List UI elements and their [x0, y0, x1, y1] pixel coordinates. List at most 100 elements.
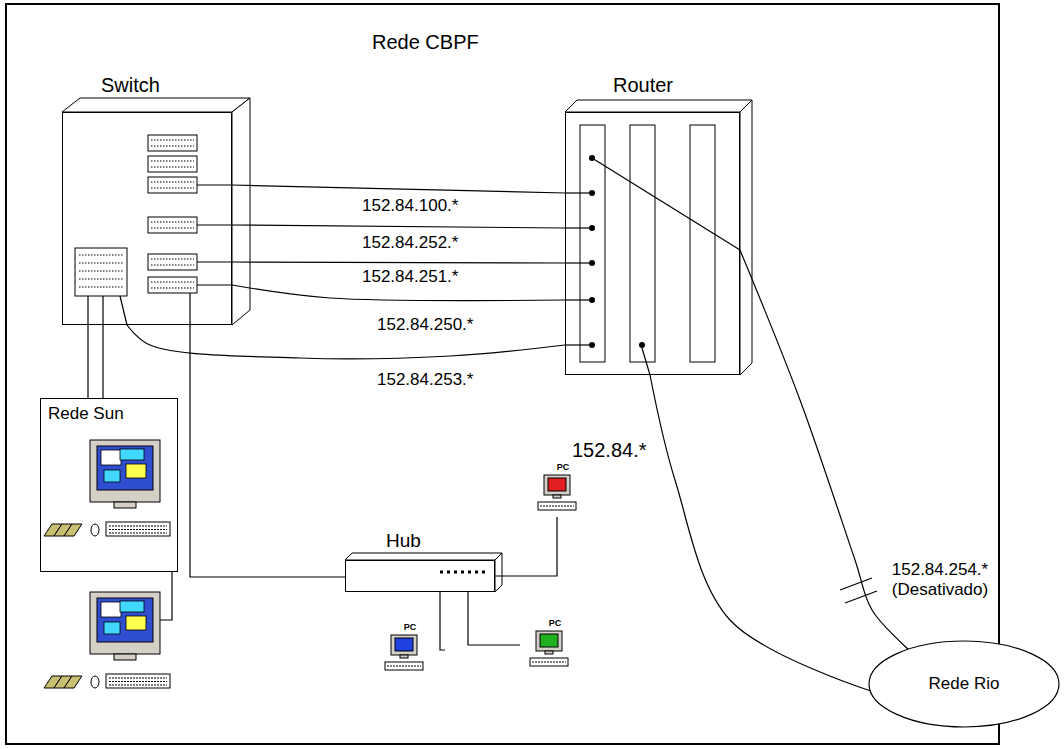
pc-icon [545, 651, 553, 654]
router-port-wire [565, 158, 740, 375]
switch-module [148, 156, 197, 172]
pc-icon [540, 506, 574, 507]
hub-box: Hub [345, 560, 495, 592]
router-port [589, 297, 595, 303]
switch-chassis [62, 98, 250, 112]
module-ports [151, 288, 194, 289]
module-ports [151, 188, 194, 189]
pc-icon [548, 478, 566, 491]
module-ports [151, 161, 194, 162]
node-label: Router [613, 74, 673, 97]
router-port [589, 155, 595, 161]
port-wire [189, 293, 190, 325]
router-port-wire [565, 344, 589, 345]
pc-icon [395, 638, 413, 651]
network-link [232, 285, 565, 301]
disabled-link-mark [845, 591, 877, 603]
port-wire [197, 184, 232, 185]
network-link [495, 517, 557, 576]
pc-icon [385, 662, 423, 670]
module-ports [79, 271, 123, 272]
hub-chassis [495, 553, 502, 592]
network-link [190, 325, 345, 577]
switch-module [148, 277, 197, 293]
router-port [589, 225, 595, 231]
subnet-label: 152.84.100.* [360, 196, 460, 216]
subnet-label: 152.84.250.* [375, 315, 475, 335]
switch-chassis [62, 98, 250, 325]
module-ports [79, 140, 194, 288]
pc-icon [532, 662, 566, 663]
disabled-link-mark [840, 578, 877, 603]
module-ports [151, 140, 194, 141]
module-ports [151, 265, 194, 266]
router-chassis [630, 125, 655, 362]
router-port [589, 342, 595, 348]
router-port [639, 342, 645, 348]
pc-icon [400, 655, 408, 658]
pc-node: PC [528, 462, 598, 517]
network-link [232, 225, 565, 228]
node-label: PC [520, 618, 590, 628]
pc-icon [544, 475, 570, 495]
router-chassis [740, 100, 752, 375]
network-link [232, 185, 565, 193]
node-label: Rede Sun [48, 404, 124, 424]
module-ports [79, 279, 123, 280]
port-wire [120, 296, 127, 325]
network-ellipse-outline [869, 641, 1059, 727]
router-chassis [690, 125, 715, 362]
pc-icon [540, 634, 558, 647]
module-ports [151, 228, 194, 229]
node-label: PC [528, 462, 598, 472]
subnet-label: 152.84.254.* (Desativado) [882, 560, 998, 600]
module-ports [151, 259, 194, 260]
switch-chassis [232, 98, 250, 325]
hub-chassis [345, 553, 502, 560]
port-wire [197, 261, 232, 262]
switch-module [148, 135, 197, 151]
hub-chassis [345, 553, 502, 592]
pc-icon [530, 631, 568, 666]
switch-module [148, 217, 197, 233]
pc-icon [530, 658, 568, 666]
router-box: Router [565, 112, 740, 375]
pc-node: PC [520, 618, 590, 673]
module-ports [151, 167, 194, 168]
network-title: Rede CBPF [372, 31, 479, 54]
node-label: Hub [386, 530, 421, 552]
module-ports [151, 282, 194, 283]
router-port-wire [565, 192, 589, 193]
node-label: PC [375, 622, 445, 632]
router-port-wire [565, 262, 589, 263]
router-port [589, 155, 645, 348]
pc-icon [538, 475, 576, 510]
network-boundary: Rede CBPFSwitchRouterRede SunHubPCPCPC [5, 3, 1000, 745]
pc-icon [385, 635, 423, 670]
pc-node: PC [375, 622, 445, 677]
network-ellipse: Rede Rio [868, 640, 1060, 728]
switch-module [148, 254, 197, 270]
workstation-wire [160, 572, 172, 620]
port-wire [102, 296, 103, 325]
subnet-label: 152.84.253.* [375, 370, 475, 390]
module-ports [151, 146, 194, 147]
hub-chassis [440, 571, 486, 574]
network-link [87, 325, 88, 398]
subnet-label: 152.84.251.* [360, 267, 460, 287]
network-link [127, 325, 565, 359]
network-region: Rede Sun [40, 398, 178, 572]
pc-icon [391, 635, 417, 655]
module-ports [79, 287, 123, 288]
disabled-link-mark [840, 578, 872, 590]
network-link [468, 592, 520, 645]
router-chassis [580, 125, 605, 362]
port-wire [88, 185, 232, 325]
router-port-wire [565, 227, 589, 228]
subnet-label: 152.84.252.* [360, 233, 460, 253]
router-port [589, 260, 595, 266]
port-wire [197, 224, 232, 225]
module-ports [151, 222, 194, 223]
network-link [232, 262, 565, 263]
port-wire [197, 284, 232, 285]
